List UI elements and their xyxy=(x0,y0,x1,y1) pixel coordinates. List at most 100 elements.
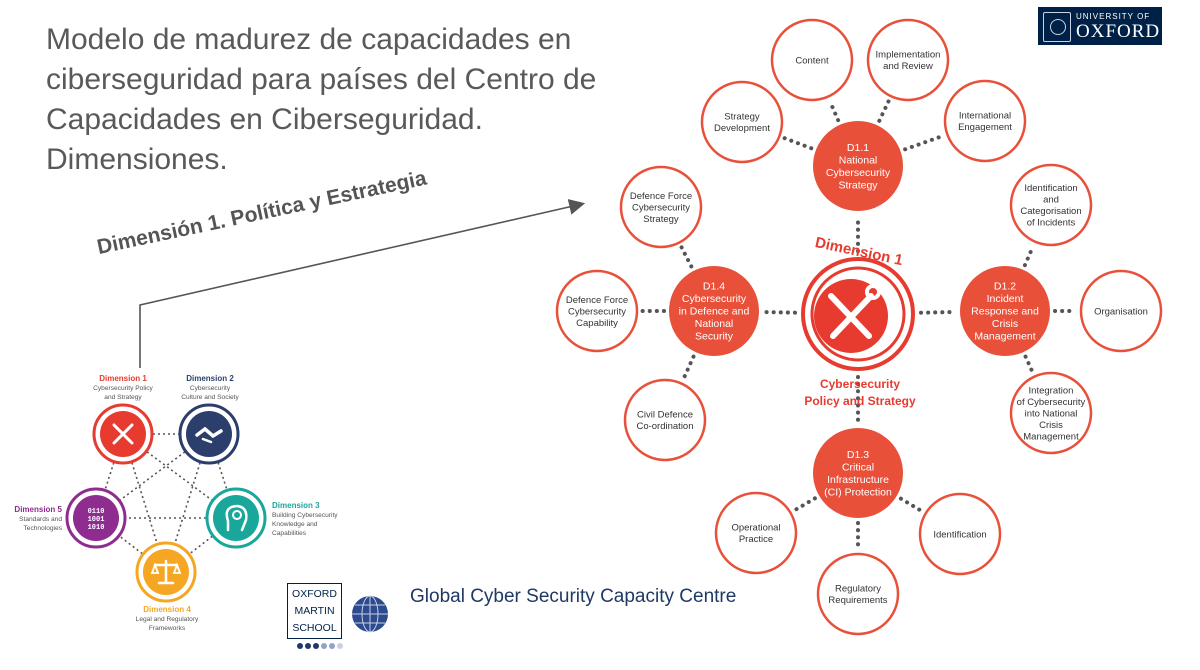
aspect-d1-2-1-line-2: and xyxy=(1043,195,1059,206)
aspect-d1-2-3-line-4: Crisis xyxy=(1039,420,1063,431)
dimension-link-1-3 xyxy=(122,433,237,519)
globe-icon xyxy=(352,595,388,633)
aspect-d1-4-1-line-3: Strategy xyxy=(643,214,679,225)
factor-circle-d1-3 xyxy=(813,428,903,518)
center-caption-line2: Policy and Strategy xyxy=(804,394,916,408)
oms-line3: SCHOOL xyxy=(292,622,337,634)
aspect-d1-2-3-line-5: Management xyxy=(1023,431,1079,442)
factor-d1-3-label-line-3: Infrastructure xyxy=(827,474,889,486)
factor-circle-d1-4 xyxy=(669,266,759,356)
oxford-logo-line1: UNIVERSITY OF xyxy=(1076,12,1151,21)
aspect-d1-4-1-line-2: Cybersecurity xyxy=(632,202,690,213)
factor-d1-3-label-line-4: (CI) Protection xyxy=(824,486,892,498)
factor-d1-1-label-line-3: Cybersecurity xyxy=(826,167,891,179)
connector-d1-2-aspect-3 xyxy=(1023,354,1035,374)
gcscc-name: Global Cyber Security Capacity Centre xyxy=(410,586,737,607)
oxford-crest-icon xyxy=(1043,12,1071,42)
aspect-circle-d1-4-2 xyxy=(555,269,639,353)
dim3-label-line-2: Building Cybersecurity xyxy=(272,512,338,519)
center-ring-inner xyxy=(810,266,906,362)
aspect-d1-2-3-line-1: Integration xyxy=(1029,385,1074,396)
dim2-label-line-2: Cybersecurity xyxy=(190,385,231,392)
factor-circle-d1-1 xyxy=(813,121,903,211)
factor-d1-4-label-line-5: Security xyxy=(695,331,734,343)
center-ring-outer xyxy=(801,257,915,371)
aspect-circle-d1-1-2 xyxy=(770,18,854,102)
tools-icon xyxy=(112,423,134,445)
aspect-d1-2-3-line-2: of Cybersecurity xyxy=(1017,397,1086,408)
dim2-label-line-1: Dimension 2 xyxy=(186,374,234,383)
factor-d1-3-label-line-1: D1.3 xyxy=(847,449,869,461)
connector-d1-1-aspect-1 xyxy=(782,135,814,151)
connector-center-d1-2 xyxy=(918,310,958,315)
aspect-d1-2-1-line-1: Identification xyxy=(1024,183,1077,194)
aspect-circle-d1-1-4 xyxy=(943,79,1027,163)
binary-text-1: 0110 xyxy=(88,508,105,516)
aspect-layer: StrategyDevelopmentContentImplementation… xyxy=(555,18,1163,636)
connector-layer xyxy=(640,98,1078,551)
aspect-circle-d1-3-3 xyxy=(918,492,1002,576)
dim5-fill xyxy=(73,495,119,541)
aspect-d1-3-1-line-2: Practice xyxy=(739,534,773,545)
aspect-d1-4-3-line-2: Co-ordination xyxy=(636,421,693,432)
dim4-label-line-3: Frameworks xyxy=(149,625,186,632)
connector-center-d1-4 xyxy=(761,310,798,315)
aspect-d1-4-1-line-1: Defence Force xyxy=(630,191,692,202)
aspect-d1-2-2: Organisation xyxy=(1079,269,1163,353)
factor-d1-2-label-line-1: D1.2 xyxy=(994,281,1016,293)
aspect-d1-4-3-line-1: Civil Defence xyxy=(637,410,693,421)
aspect-d1-3-2-line-2: Requirements xyxy=(828,595,887,606)
factor-d1-1-label-line-1: D1.1 xyxy=(847,142,869,154)
oms-line2: MARTIN xyxy=(294,605,335,617)
center-ring-label: Dimension 1 xyxy=(814,234,905,269)
aspect-d1-3-3: Identification xyxy=(918,492,1002,576)
dim1-label-line-2: Cybersecurity Policy xyxy=(93,385,153,392)
aspect-d1-4-2-line-2: Cybersecurity xyxy=(568,306,626,317)
aspect-circle-d1-2-3 xyxy=(1009,371,1093,455)
factor-d1-2-label-line-3: Response and xyxy=(971,306,1039,318)
aspect-circle-d1-4-1 xyxy=(619,165,703,249)
connector-d1-1-aspect-3 xyxy=(877,98,891,123)
aspect-circle-d1-1-1 xyxy=(700,80,784,164)
binary-text-3: 1010 xyxy=(88,524,105,532)
dim3-label-line-4: Capabilities xyxy=(272,530,307,537)
aspect-d1-1-2: Content xyxy=(770,18,854,102)
aspect-d1-2-3-line-3: into National xyxy=(1025,408,1078,419)
connector-d1-1-aspect-4 xyxy=(903,134,945,152)
dimension-link-2-5 xyxy=(95,433,210,519)
factor-d1-1-label-line-4: Strategy xyxy=(838,179,878,191)
aspect-circle-d1-3-2 xyxy=(816,552,900,636)
aspect-d1-4-2-line-3: Capability xyxy=(576,318,618,329)
oxford-martin-school-logo: OXFORD MARTIN SCHOOL xyxy=(287,583,342,639)
factor-d1-4-label-line-4: National xyxy=(695,318,734,330)
center-caption-line1: Cybersecurity xyxy=(820,377,900,391)
aspect-d1-4-2-line-1: Defence Force xyxy=(566,295,628,306)
logo-dots-decoration xyxy=(297,643,343,649)
factor-d1-4-label-line-2: Cybersecurity xyxy=(682,293,747,305)
oms-line1: OXFORD xyxy=(292,588,337,600)
aspect-d1-1-3-line-1: Implementation xyxy=(876,50,941,61)
aspect-circle-d1-2-2 xyxy=(1079,269,1163,353)
dim5-label-line-3: Technologies xyxy=(24,525,63,532)
dim2-label-line-3: Culture and Society xyxy=(181,394,239,401)
connector-d1-1-aspect-2 xyxy=(827,99,841,123)
dimension1-center: Dimension 1 Cybersecurity Policy and Str… xyxy=(801,234,916,408)
